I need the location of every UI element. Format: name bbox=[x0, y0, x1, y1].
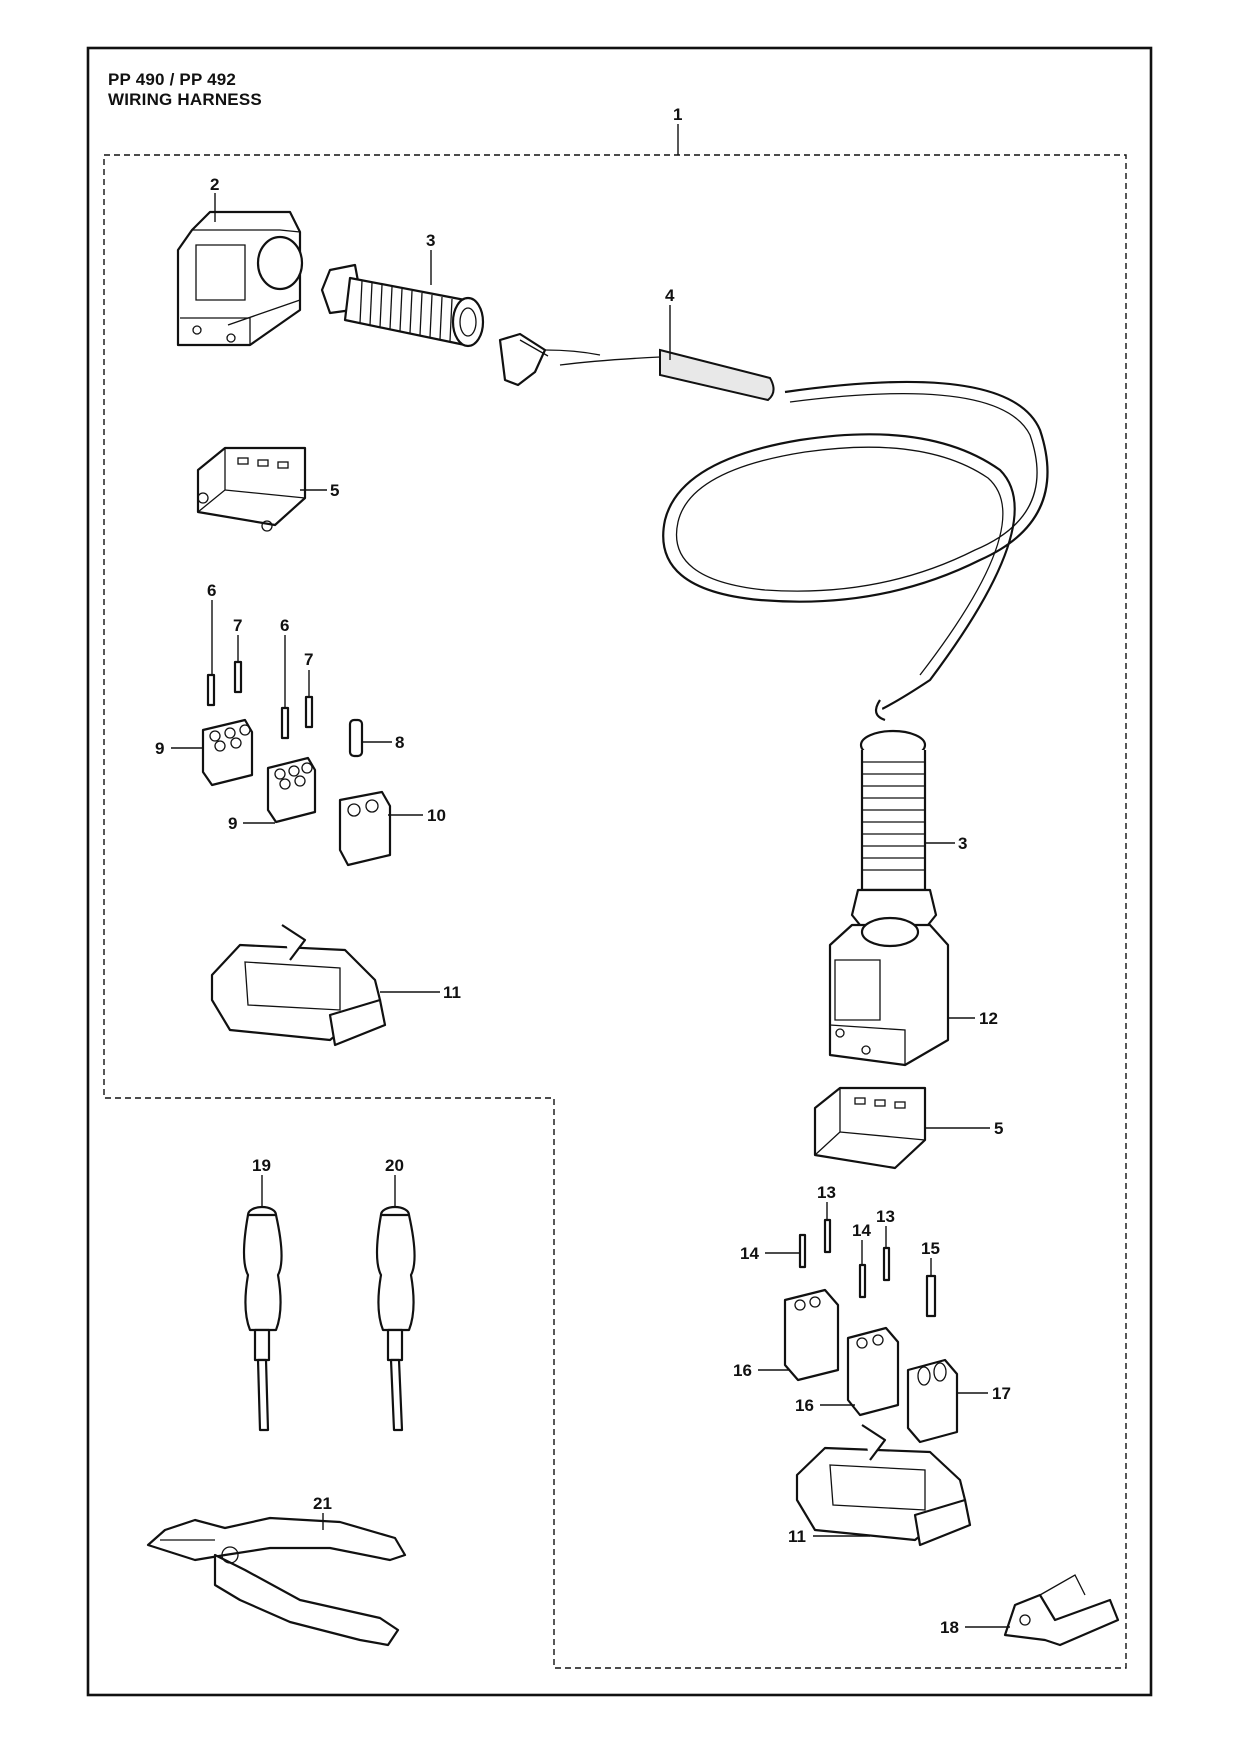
part-insert-17 bbox=[906, 1358, 959, 1444]
callout-12: 12 bbox=[979, 1009, 998, 1028]
callout-labels: 1 2 3 4 5 6 7 6 7 9 8 9 10 3 11 12 5 19 … bbox=[155, 105, 1011, 1637]
part-cable-gland-3 bbox=[320, 263, 485, 348]
part-locking-lever-18 bbox=[1003, 1574, 1120, 1647]
callout-17: 17 bbox=[992, 1384, 1011, 1403]
part-frame-insert-5b bbox=[813, 1086, 927, 1170]
part-contact-8 bbox=[348, 718, 364, 758]
part-insert-16a bbox=[783, 1288, 840, 1382]
callout-leader-lines bbox=[171, 124, 1010, 1628]
part-frame-insert-5 bbox=[196, 446, 307, 532]
callout-7: 7 bbox=[233, 616, 242, 635]
callout-6: 6 bbox=[207, 581, 216, 600]
callout-5: 5 bbox=[994, 1119, 1003, 1138]
callout-19: 19 bbox=[252, 1156, 271, 1175]
callout-18: 18 bbox=[940, 1618, 959, 1637]
callout-10: 10 bbox=[427, 806, 446, 825]
part-hood-housing-2 bbox=[176, 210, 304, 347]
callout-9: 9 bbox=[155, 739, 164, 758]
callout-3: 3 bbox=[426, 231, 435, 250]
part-cable-assembly-4 bbox=[498, 332, 1049, 722]
callout-16: 16 bbox=[795, 1396, 814, 1415]
callout-8: 8 bbox=[395, 733, 404, 752]
callout-1: 1 bbox=[673, 105, 682, 124]
part-extraction-tool-19 bbox=[242, 1205, 283, 1432]
part-insert-9a bbox=[201, 718, 254, 787]
kit-boundary-dashed bbox=[103, 154, 1127, 1669]
callout-13: 13 bbox=[817, 1183, 836, 1202]
callout-9: 9 bbox=[228, 814, 237, 833]
part-cable-gland-3b bbox=[850, 729, 938, 937]
callout-2: 2 bbox=[210, 175, 219, 194]
sheet-frame bbox=[86, 46, 1153, 1697]
callout-21: 21 bbox=[313, 1494, 332, 1513]
part-insert-10 bbox=[338, 790, 392, 867]
callout-3: 3 bbox=[958, 834, 967, 853]
callout-5: 5 bbox=[330, 481, 339, 500]
callout-20: 20 bbox=[385, 1156, 404, 1175]
part-crimping-pliers-21 bbox=[146, 1516, 407, 1647]
part-extraction-tool-20 bbox=[375, 1205, 416, 1432]
callout-4: 4 bbox=[665, 286, 675, 305]
callout-11: 11 bbox=[788, 1527, 806, 1546]
callout-6: 6 bbox=[280, 616, 289, 635]
diagram-model-title: PP 490 / PP 492 bbox=[108, 70, 237, 89]
callout-14: 14 bbox=[852, 1221, 871, 1240]
part-base-housing-11b bbox=[795, 1424, 972, 1547]
part-base-housing-11a bbox=[210, 924, 387, 1047]
callout-14: 14 bbox=[740, 1244, 759, 1263]
callout-13: 13 bbox=[876, 1207, 895, 1226]
callout-7: 7 bbox=[304, 650, 313, 669]
diagram-section-title: WIRING HARNESS bbox=[108, 90, 262, 109]
callout-15: 15 bbox=[921, 1239, 940, 1258]
part-hood-housing-12 bbox=[828, 916, 950, 1067]
part-insert-9b bbox=[266, 756, 317, 824]
callout-11: 11 bbox=[443, 983, 461, 1002]
callout-16: 16 bbox=[733, 1361, 752, 1380]
part-insert-16b bbox=[846, 1326, 900, 1417]
